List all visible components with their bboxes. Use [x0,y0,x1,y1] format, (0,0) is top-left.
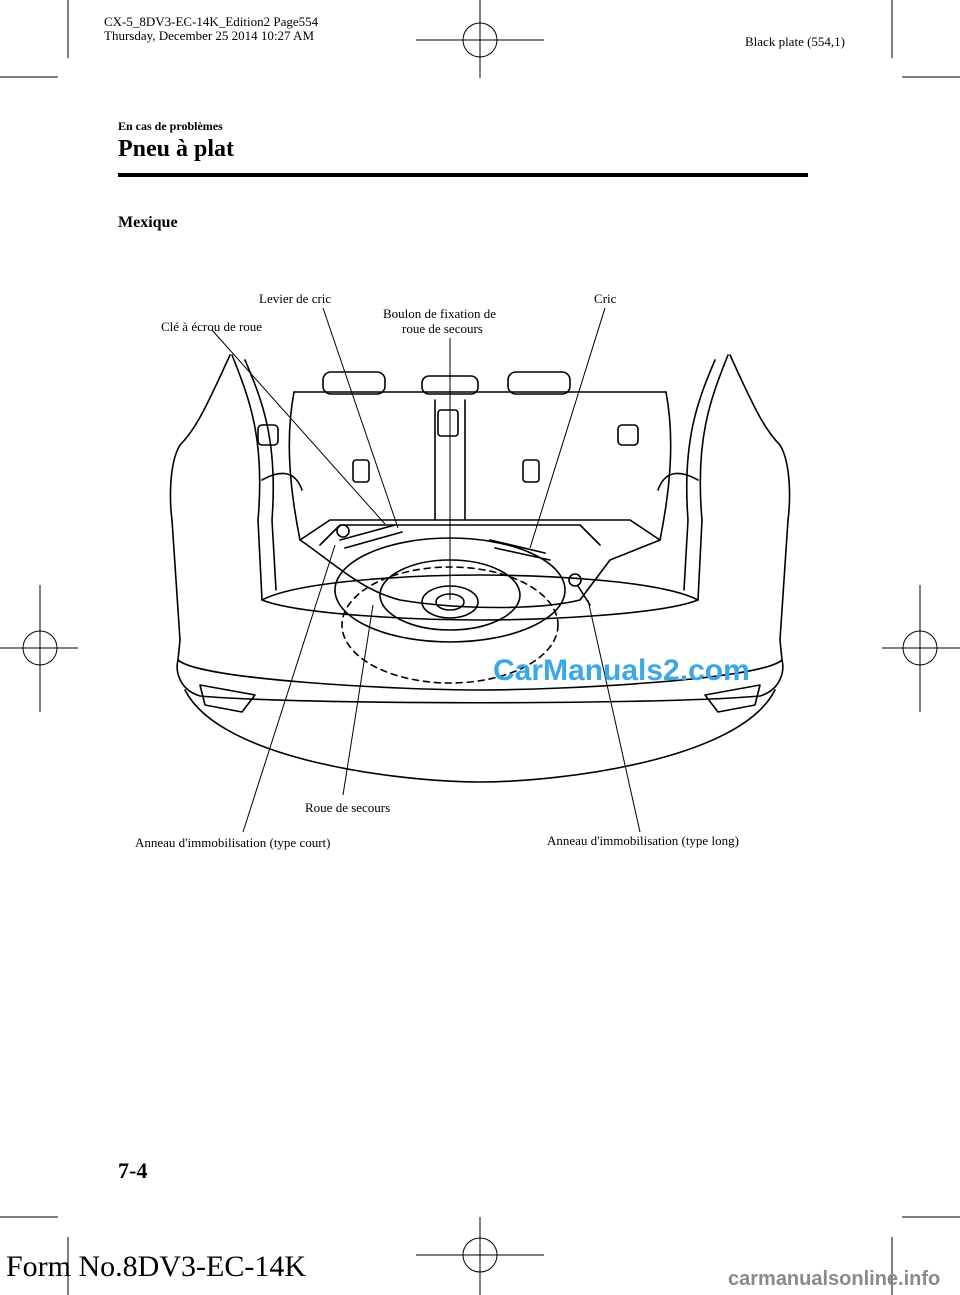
footer-watermark: carmanualsonline.info [728,1268,941,1290]
subtitle-region: Mexique [118,214,178,231]
section-title: En cas de problèmes [118,119,223,133]
plate-label: Black plate (554,1) [745,34,845,49]
label-spare-wheel: Roue de secours [305,800,391,815]
label-spare-bolt-line1: Boulon de fixation de [383,306,497,321]
watermark-carmanuals2: CarManuals2.com [493,654,750,687]
form-number: Form No.8DV3-EC-14K [6,1250,306,1283]
label-spare-bolt-line2: roue de secours [402,321,483,336]
label-jack-lever: Levier de cric [259,291,332,306]
label-lug-wrench: Clé à écrou de roue [161,319,263,334]
label-jack: Cric [594,291,617,306]
page-number: 7-4 [118,1158,148,1183]
page-title: Pneu à plat [118,136,235,162]
timestamp-line: Thursday, December 25 2014 10:27 AM [104,28,315,43]
file-name-line: CX-5_8DV3-EC-14K_Edition2 Page554 [104,14,319,29]
label-tiedown-short: Anneau d'immobilisation (type court) [135,835,331,850]
label-tiedown-long: Anneau d'immobilisation (type long) [547,833,739,848]
